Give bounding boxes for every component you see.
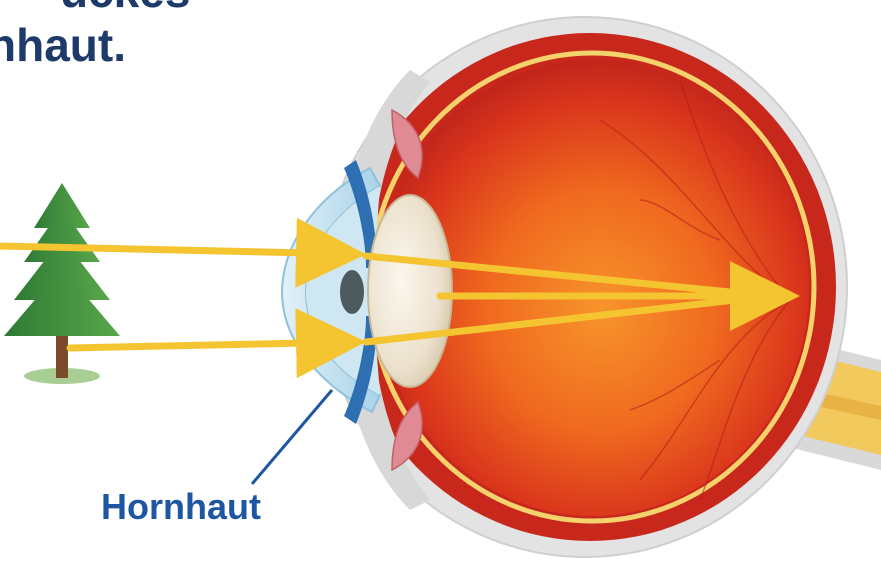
cornea-label: Hornhaut — [101, 489, 261, 525]
lens — [368, 195, 452, 387]
cornea-pointer — [252, 390, 332, 484]
pupil — [340, 270, 364, 314]
tree-icon — [4, 183, 120, 384]
